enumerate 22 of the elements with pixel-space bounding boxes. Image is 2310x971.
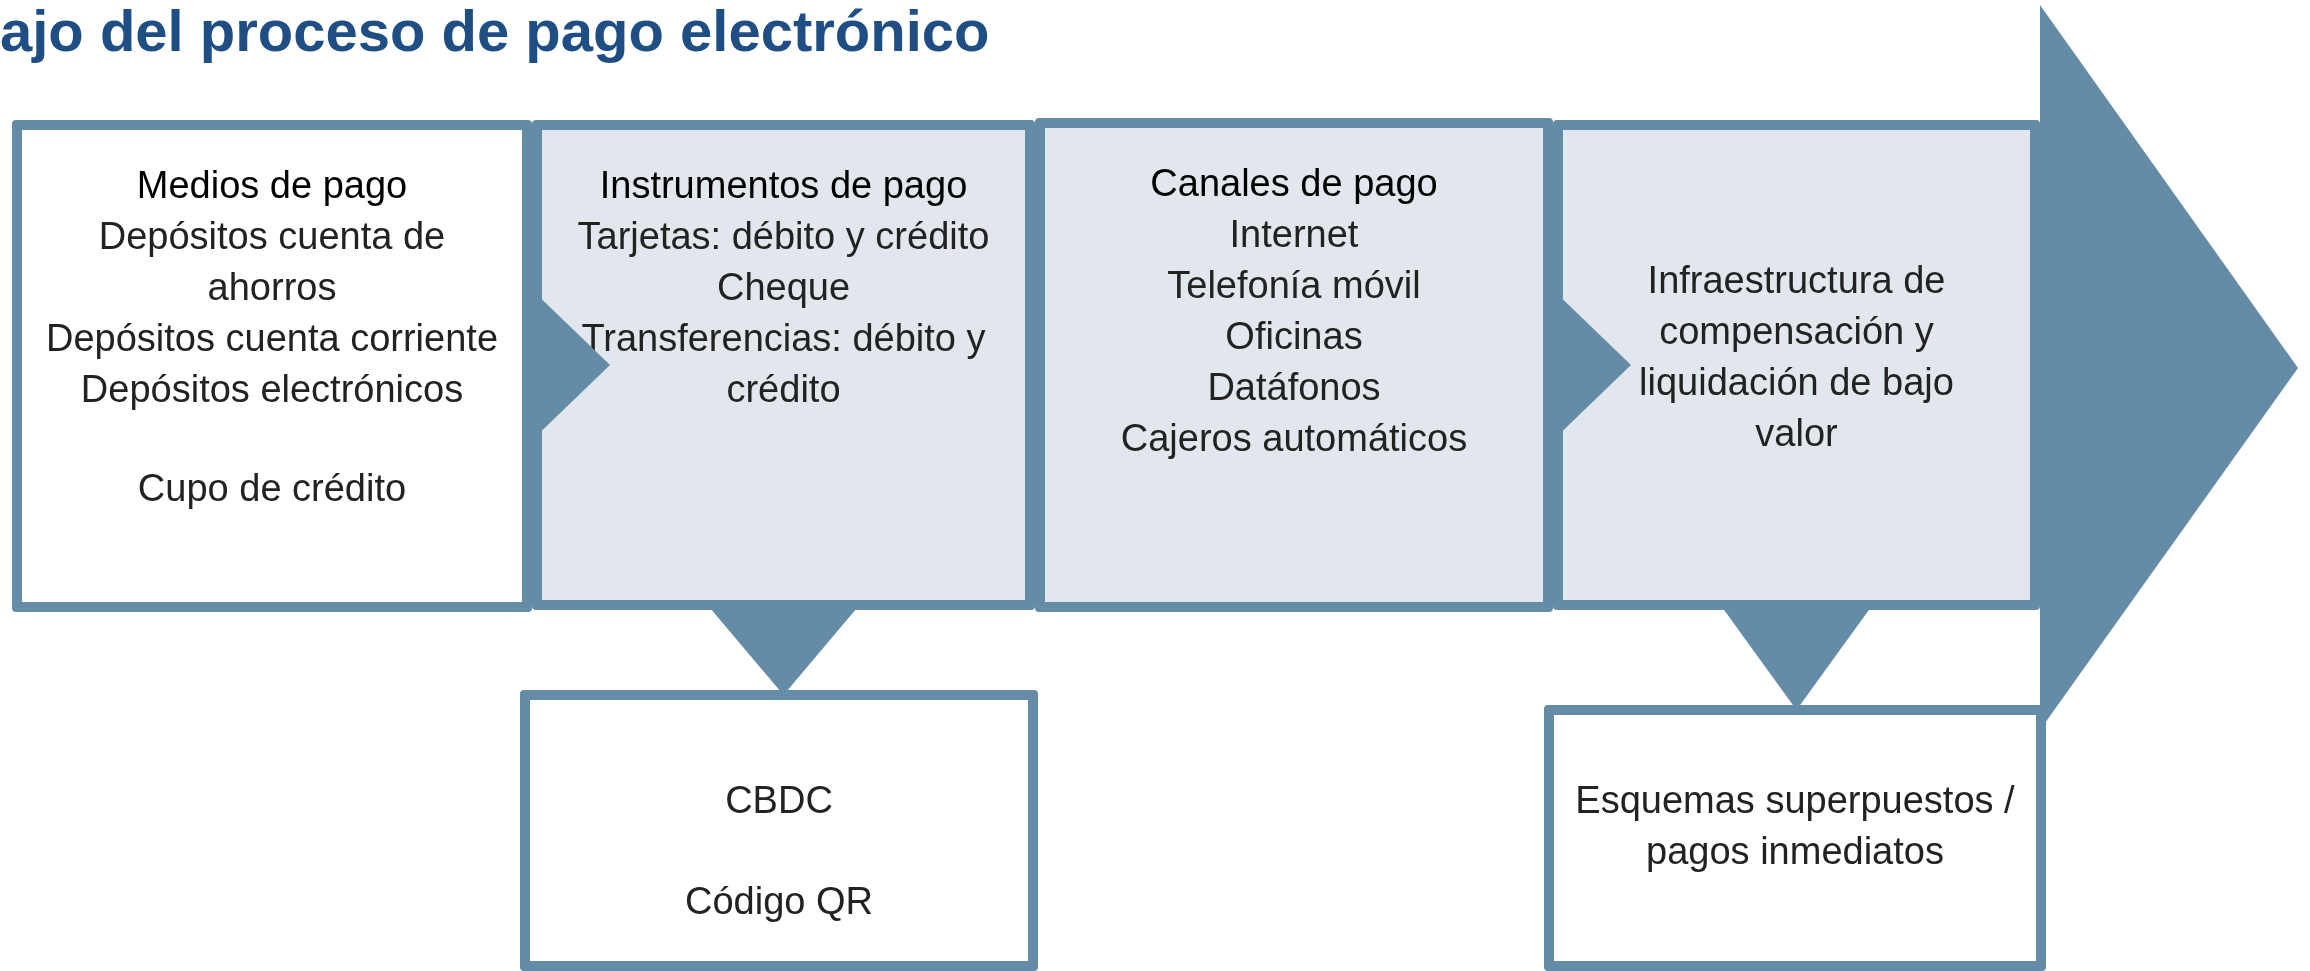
box-text: Oficinas bbox=[1224, 314, 1364, 359]
box-text: Datáfonos bbox=[1206, 365, 1382, 410]
process-box bbox=[12, 120, 532, 612]
box-heading: Canales de pago bbox=[1149, 161, 1439, 206]
box-text: Depósitos cuenta de ahorros bbox=[97, 214, 447, 310]
box-text: Depósitos cuenta corriente bbox=[45, 316, 499, 361]
box-text: Telefonía móvil bbox=[1166, 263, 1422, 308]
box-text: Código QR bbox=[684, 879, 874, 924]
box-text: Depósitos electrónicos bbox=[79, 367, 465, 412]
process-box bbox=[520, 690, 1038, 971]
box-text: Cajeros automáticos bbox=[1119, 416, 1469, 461]
process-box bbox=[1544, 705, 2046, 971]
box-text: Infraestructura de compensación y liquidación de bajo valor bbox=[1638, 258, 1955, 456]
box-text: Tarjetas: débito y crédito bbox=[576, 214, 991, 259]
box-heading: Instrumentos de pago bbox=[598, 163, 969, 208]
box-text: Cupo de crédito bbox=[136, 466, 408, 511]
box-text: Cheque bbox=[715, 265, 852, 310]
box-text: Internet bbox=[1228, 212, 1360, 257]
box-text: CBDC bbox=[724, 778, 834, 823]
box-heading: Medios de pago bbox=[135, 163, 409, 208]
box-text: Esquemas superpuestos / pagos inmediatos bbox=[1574, 778, 2016, 874]
box-text: Transferencias: débito y crédito bbox=[580, 316, 987, 412]
